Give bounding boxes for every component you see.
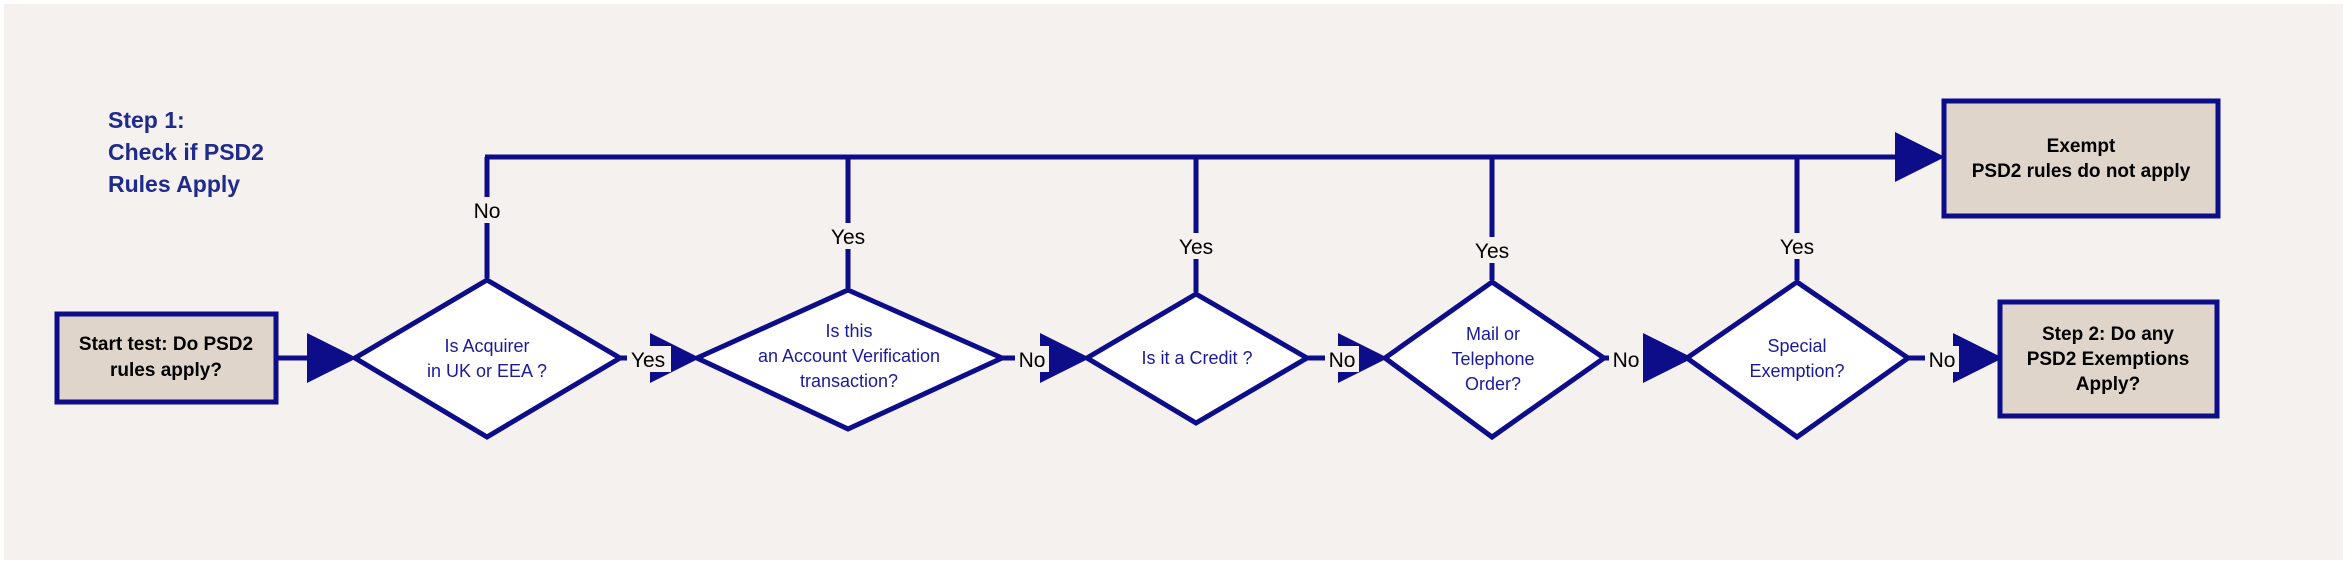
- edge-label-special-yes-bg: [1773, 233, 1821, 259]
- edge-label-verification-yes-bg: [824, 223, 872, 249]
- decision-mail-order: Mail or Telephone Order?: [1380, 278, 1609, 441]
- step2-text-line2: PSD2 Exemptions: [2027, 349, 2190, 370]
- exempt-box: [1941, 98, 2221, 219]
- edge-label-mail-order-no: No: [1613, 349, 1640, 372]
- edge-label-verification-no: No: [1019, 349, 1046, 372]
- verification-diamond: [691, 287, 1009, 432]
- edge-label-acquirer-no: No: [474, 200, 501, 223]
- step-heading: Step 1: Check if PSD2 Rules Apply: [108, 104, 264, 200]
- decision-verification: Is this an Account Verification transact…: [691, 287, 1009, 432]
- credit-text-line1: Is it a Credit ?: [1141, 348, 1252, 368]
- acquirer-text-line2: in UK or EEA ?: [427, 361, 547, 381]
- start-box: [54, 311, 279, 405]
- decision-acquirer: Is Acquirer in UK or EEA ?: [350, 277, 625, 440]
- edge-label-special-no-bg: [1925, 346, 1959, 372]
- decision-credit: Is it a Credit ?: [1082, 291, 1312, 426]
- mail-order-text-line2: Telephone: [1451, 349, 1534, 369]
- edge-labels: No Yes Yes No Yes No Yes No Yes No: [470, 197, 1959, 372]
- exempt-text-line2: PSD2 rules do not apply: [1972, 161, 2191, 182]
- node-step2: Step 2: Do any PSD2 Exemptions Apply?: [1997, 299, 2220, 419]
- credit-diamond: [1082, 291, 1312, 426]
- node-exempt: Exempt PSD2 rules do not apply: [1941, 98, 2221, 219]
- verification-text-line1: Is this: [825, 321, 872, 341]
- edge-label-mail-order-yes: Yes: [1475, 240, 1509, 263]
- edge-label-credit-yes-bg: [1172, 233, 1220, 259]
- edge-label-credit-no-bg: [1325, 346, 1359, 372]
- mail-order-diamond: [1380, 278, 1609, 441]
- exempt-text-line1: Exempt: [2047, 136, 2116, 157]
- edge-label-special-yes: Yes: [1780, 236, 1814, 259]
- edge-label-mail-order-yes-bg: [1468, 237, 1516, 263]
- edge-label-mail-order-no-bg: [1609, 346, 1643, 372]
- verification-text-line2: an Account Verification: [758, 346, 940, 366]
- edge-label-acquirer-yes: Yes: [631, 349, 665, 372]
- acquirer-text-line1: Is Acquirer: [444, 336, 529, 356]
- edge-label-special-no: No: [1929, 349, 1956, 372]
- step2-text-line3: Apply?: [2076, 374, 2140, 395]
- start-text-line1: Start test: Do PSD2: [79, 334, 253, 355]
- step-heading-line1: Step 1:: [108, 107, 185, 133]
- step-heading-line2: Check if PSD2: [108, 139, 264, 165]
- mail-order-text-line1: Mail or: [1466, 324, 1520, 344]
- start-text-line2: rules apply?: [110, 360, 222, 381]
- edge-label-verification-no-bg: [1015, 346, 1049, 372]
- step2-box: [1997, 299, 2220, 419]
- decision-special: Special Exemption?: [1682, 278, 1913, 441]
- edge-label-credit-yes: Yes: [1179, 236, 1213, 259]
- edge-label-acquirer-no-bg: [470, 197, 504, 223]
- edge-label-credit-no: No: [1329, 349, 1356, 372]
- edge-label-verification-yes: Yes: [831, 226, 865, 249]
- edge-label-acquirer-yes-bg: [627, 346, 671, 372]
- step-heading-line3: Rules Apply: [108, 171, 241, 197]
- special-text-line1: Special: [1767, 336, 1826, 356]
- verification-text-line3: transaction?: [800, 371, 898, 391]
- node-start: Start test: Do PSD2 rules apply?: [54, 311, 279, 405]
- special-diamond: [1682, 278, 1913, 441]
- mail-order-text-line3: Order?: [1465, 374, 1521, 394]
- special-text-line2: Exemption?: [1749, 361, 1844, 381]
- canvas-background: [4, 4, 2343, 560]
- acquirer-diamond: [350, 277, 625, 440]
- step2-text-line1: Step 2: Do any: [2042, 324, 2174, 345]
